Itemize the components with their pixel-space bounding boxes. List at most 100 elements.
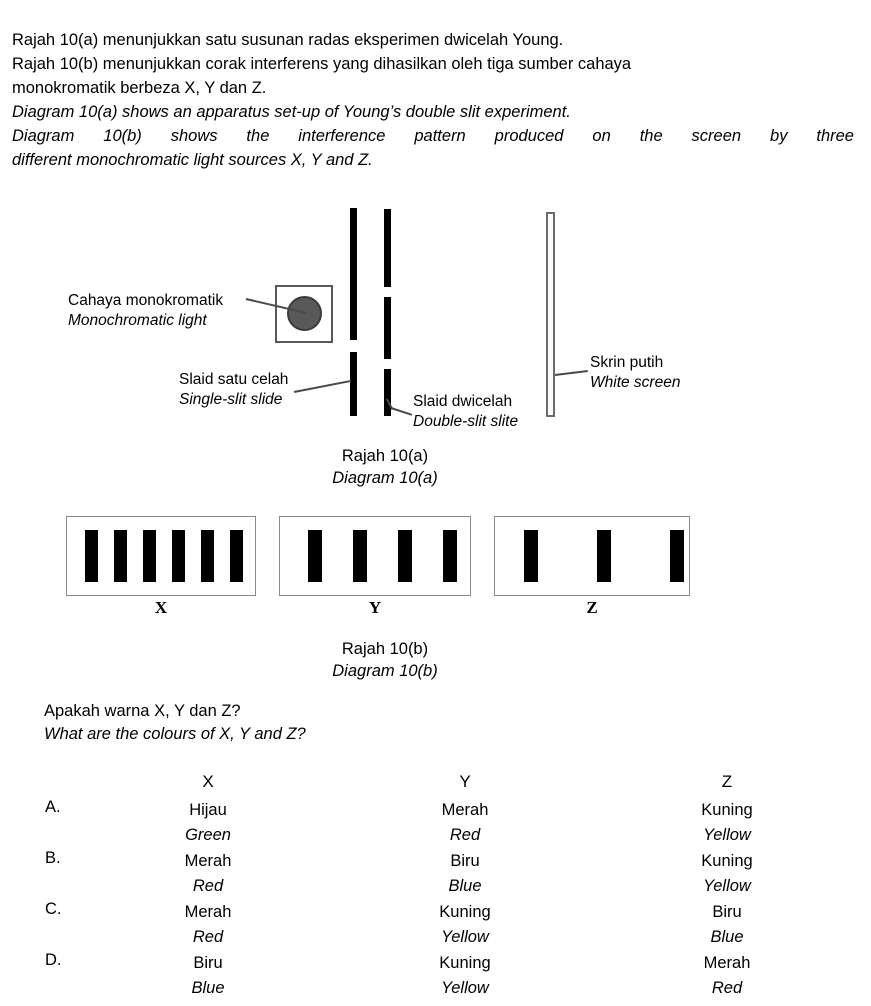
option-b-x-ms: Merah xyxy=(184,852,232,870)
single-slit-label-ms: Slaid satu celah xyxy=(179,371,289,388)
stem-line-6: different monochromatic light sources X,… xyxy=(12,151,373,169)
option-a-y-ms: Merah xyxy=(441,801,489,819)
stem-line-5: Diagram 10(b) shows the interference pat… xyxy=(12,127,854,145)
white-screen-label: Skrin putih White screen xyxy=(590,353,680,392)
stem-line-4: Diagram 10(a) shows an apparatus set-up … xyxy=(12,103,571,121)
question-prompt: Apakah warna X, Y dan Z? What are the co… xyxy=(44,700,744,746)
diagram-10a-caption-en: Diagram 10(a) xyxy=(332,469,438,487)
option-c-x-en: Red xyxy=(192,928,224,946)
option-letter-d: D. xyxy=(45,951,62,969)
option-b-z-ms: Kuning xyxy=(701,852,753,870)
option-d-y-ms: Kuning xyxy=(439,954,491,972)
option-a-x-en: Green xyxy=(185,826,231,844)
light-source-label-ms: Cahaya monokromatik xyxy=(68,292,224,309)
white-screen-icon xyxy=(546,212,555,417)
option-letter-b: B. xyxy=(45,849,61,867)
double-slit-bar-bottom xyxy=(384,369,391,416)
light-source-label: Cahaya monokromatik Monochromatic light xyxy=(68,291,223,330)
interference-pattern-x xyxy=(66,516,256,596)
options-header-y: Y xyxy=(459,772,471,791)
single-slit-leader-line xyxy=(293,379,352,393)
interference-pattern-z xyxy=(494,516,690,596)
option-c-z-ms: Biru xyxy=(712,903,742,921)
pattern-label-z: Z xyxy=(586,598,598,617)
fringe xyxy=(670,530,684,582)
diagram-10b-caption-en: Diagram 10(b) xyxy=(332,662,438,680)
option-b-z-en: Yellow xyxy=(703,877,751,895)
fringe xyxy=(308,530,322,582)
fringe xyxy=(172,530,185,582)
double-slit-leader-line xyxy=(390,407,413,416)
option-d-y-en: Yellow xyxy=(441,979,489,997)
double-slit-bar-middle xyxy=(384,297,391,359)
double-slit-label: Slaid dwicelah Double-slit slite xyxy=(413,392,518,431)
white-screen-label-en: White screen xyxy=(590,373,681,391)
interference-pattern-y xyxy=(279,516,471,596)
diagram-10a-caption: Rajah 10(a) Diagram 10(a) xyxy=(285,445,485,489)
option-a-y-en: Red xyxy=(449,826,481,844)
fringe xyxy=(353,530,367,582)
diagram-10b-caption: Rajah 10(b) Diagram 10(b) xyxy=(285,638,485,682)
single-slit-label: Slaid satu celah Single-slit slide xyxy=(179,370,288,409)
option-letter-c: C. xyxy=(45,900,62,918)
diagram-10b: X Y Z xyxy=(0,516,871,631)
option-a-z-en: Yellow xyxy=(703,826,751,844)
fringe xyxy=(85,530,98,582)
pattern-label-y: Y xyxy=(368,598,382,617)
white-screen-leader-line xyxy=(554,369,588,376)
option-d-z-en: Red xyxy=(711,979,743,997)
diagram-10b-caption-ms: Rajah 10(b) xyxy=(341,640,429,658)
fringe xyxy=(524,530,538,582)
diagram-10a-caption-ms: Rajah 10(a) xyxy=(341,447,429,465)
option-b-x-en: Red xyxy=(192,877,224,895)
single-slit-label-en: Single-slit slide xyxy=(179,390,283,408)
option-c-x-ms: Merah xyxy=(184,903,232,921)
stem-line-3: monokromatik berbeza X, Y dan Z. xyxy=(12,79,267,97)
option-b-y-ms: Biru xyxy=(450,852,480,870)
fringe xyxy=(201,530,214,582)
light-source-box-icon xyxy=(275,285,333,343)
double-slit-bar-top xyxy=(384,209,391,287)
fringe xyxy=(443,530,457,582)
pattern-label-x: X xyxy=(154,598,168,617)
light-source-label-en: Monochromatic light xyxy=(68,311,207,329)
option-d-z-ms: Merah xyxy=(703,954,751,972)
white-screen-label-ms: Skrin putih xyxy=(590,354,664,371)
fringe xyxy=(398,530,412,582)
double-slit-label-en: Double-slit slite xyxy=(413,412,519,430)
double-slit-label-ms: Slaid dwicelah xyxy=(413,393,513,410)
stem-line-2: Rajah 10(b) menunjukkan corak interferen… xyxy=(12,55,632,73)
option-d-x-en: Blue xyxy=(191,979,225,997)
option-letter-a: A. xyxy=(45,798,61,816)
option-c-y-en: Yellow xyxy=(441,928,489,946)
fringe xyxy=(143,530,156,582)
option-c-z-en: Blue xyxy=(710,928,744,946)
question-prompt-ms: Apakah warna X, Y dan Z? xyxy=(44,702,241,720)
option-d-x-ms: Biru xyxy=(193,954,223,972)
single-slit-bar-bottom xyxy=(350,352,357,416)
option-a-z-ms: Kuning xyxy=(701,801,753,819)
question-prompt-en: What are the colours of X, Y and Z? xyxy=(44,725,306,743)
question-stem: Rajah 10(a) menunjukkan satu susunan rad… xyxy=(12,28,854,172)
option-c-y-ms: Kuning xyxy=(439,903,491,921)
options-header-x: X xyxy=(202,772,214,791)
option-b-y-en: Blue xyxy=(448,877,482,895)
light-source-icon xyxy=(287,296,322,331)
